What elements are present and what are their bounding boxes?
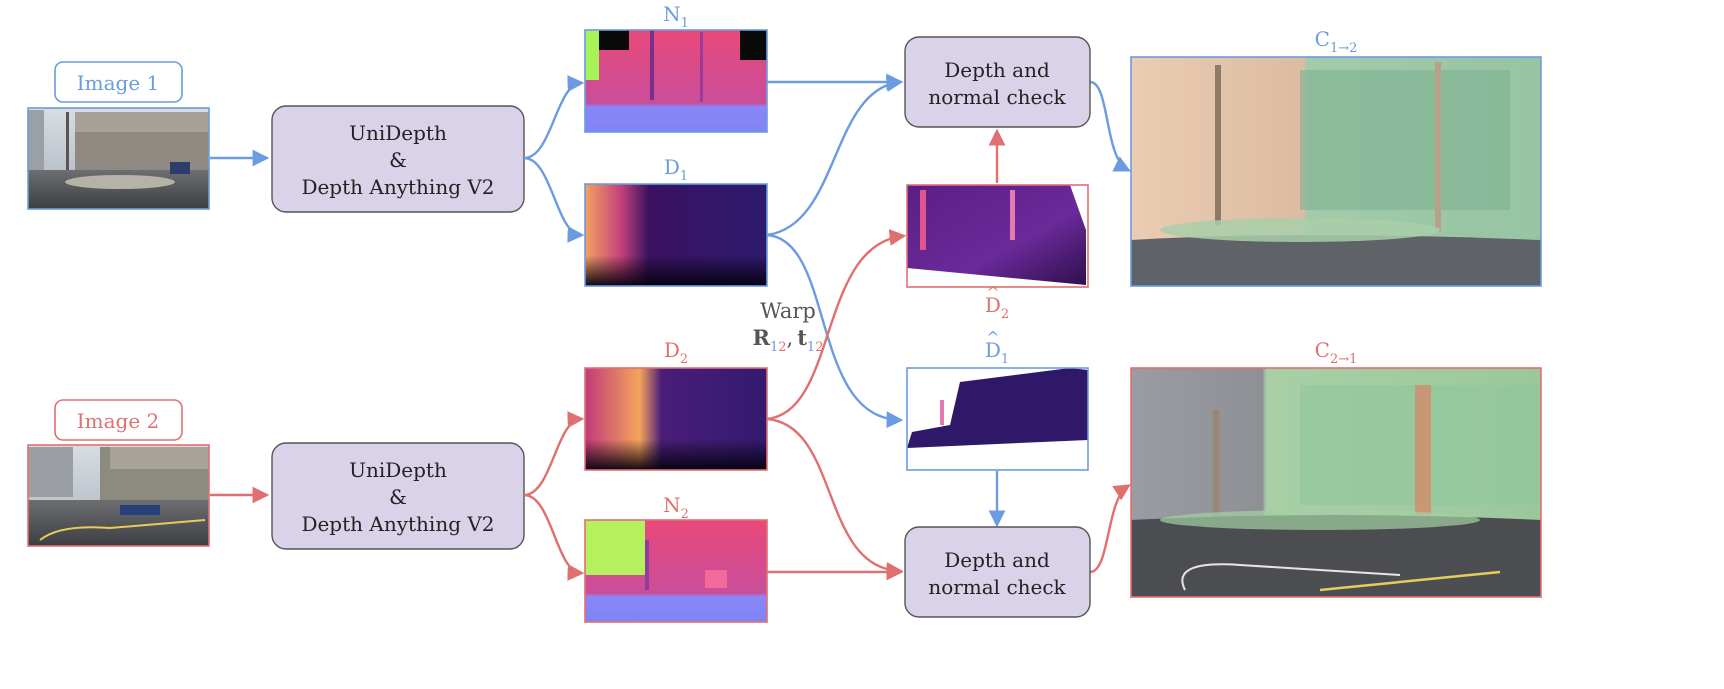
svg-text:N2: N2 [663,493,689,522]
c12-label: C1→2 [1315,27,1358,56]
arrow-check-to-c12 [1089,80,1132,172]
model-bottom-line3: Depth Anything V2 [301,512,494,536]
c21-output-image [1130,367,1542,598]
check-bottom-line2: normal check [928,575,1066,599]
svg-text:^: ^ [986,328,999,347]
check-top-line1: Depth and [944,58,1050,82]
model-bottom-line1: UniDepth [349,458,447,482]
svg-text:C2→1: C2→1 [1315,338,1358,367]
n1-label: N1 [663,2,689,31]
arrow-model-to-n2 [523,493,585,581]
warp-params: R12,t12 [753,325,824,355]
image2-photo [27,444,210,547]
arrow-model-to-n1 [523,75,585,160]
arrow-d1-to-check [766,75,904,237]
d1-label: D1 [664,155,688,184]
d1hat-warped-map [906,367,1089,471]
image1-photo [27,107,210,210]
svg-text:C1→2: C1→2 [1315,27,1358,56]
model-box-top: UniDepth & Depth Anything V2 [271,105,525,213]
svg-text:^: ^ [986,283,999,302]
model-top-line3: Depth Anything V2 [301,175,494,199]
n2-normal-map [584,519,768,623]
image2-label-box: Image 2 [54,399,183,441]
svg-text:D1: D1 [985,338,1009,367]
arrow-d2-warp-to-d2hat [766,229,907,421]
model-bottom-line2: & [389,485,407,509]
arrow-d2-to-check [766,417,904,579]
c12-output-image [1130,56,1542,287]
image1-label-box: Image 1 [54,61,183,103]
image2-label: Image 2 [77,409,160,433]
d1hat-label: D1 ^ [985,328,1009,367]
arrows [210,73,1132,581]
image1-label: Image 1 [77,71,160,95]
d2hat-warped-map [906,184,1089,288]
d2-label: D2 [664,338,688,367]
n2-label: N2 [663,493,689,522]
model-box-bottom: UniDepth & Depth Anything V2 [271,442,525,550]
check-box-bottom: Depth and normal check [904,526,1091,618]
check-box-top: Depth and normal check [904,36,1091,128]
warp-title: Warp [760,299,816,323]
svg-text:D2: D2 [664,338,688,367]
d2-depth-map [584,367,768,471]
model-top-line1: UniDepth [349,121,447,145]
arrow-model-to-d2 [523,411,585,497]
check-bottom-line1: Depth and [944,548,1050,572]
arrow-model-to-d1 [523,156,585,243]
arrow-check-to-c21 [1089,484,1131,574]
arrow-d1-warp-to-d1hat [766,233,904,429]
n1-normal-map [584,29,768,133]
svg-text:N1: N1 [663,2,689,31]
warp-label: Warp R12,t12 [753,299,824,355]
svg-text:D2: D2 [985,293,1009,322]
svg-text:D1: D1 [664,155,688,184]
d1-depth-map [584,183,768,287]
c21-label: C2→1 [1315,338,1358,367]
check-top-line2: normal check [928,85,1066,109]
model-top-line2: & [389,148,407,172]
d2hat-label: D2 ^ [985,283,1009,322]
